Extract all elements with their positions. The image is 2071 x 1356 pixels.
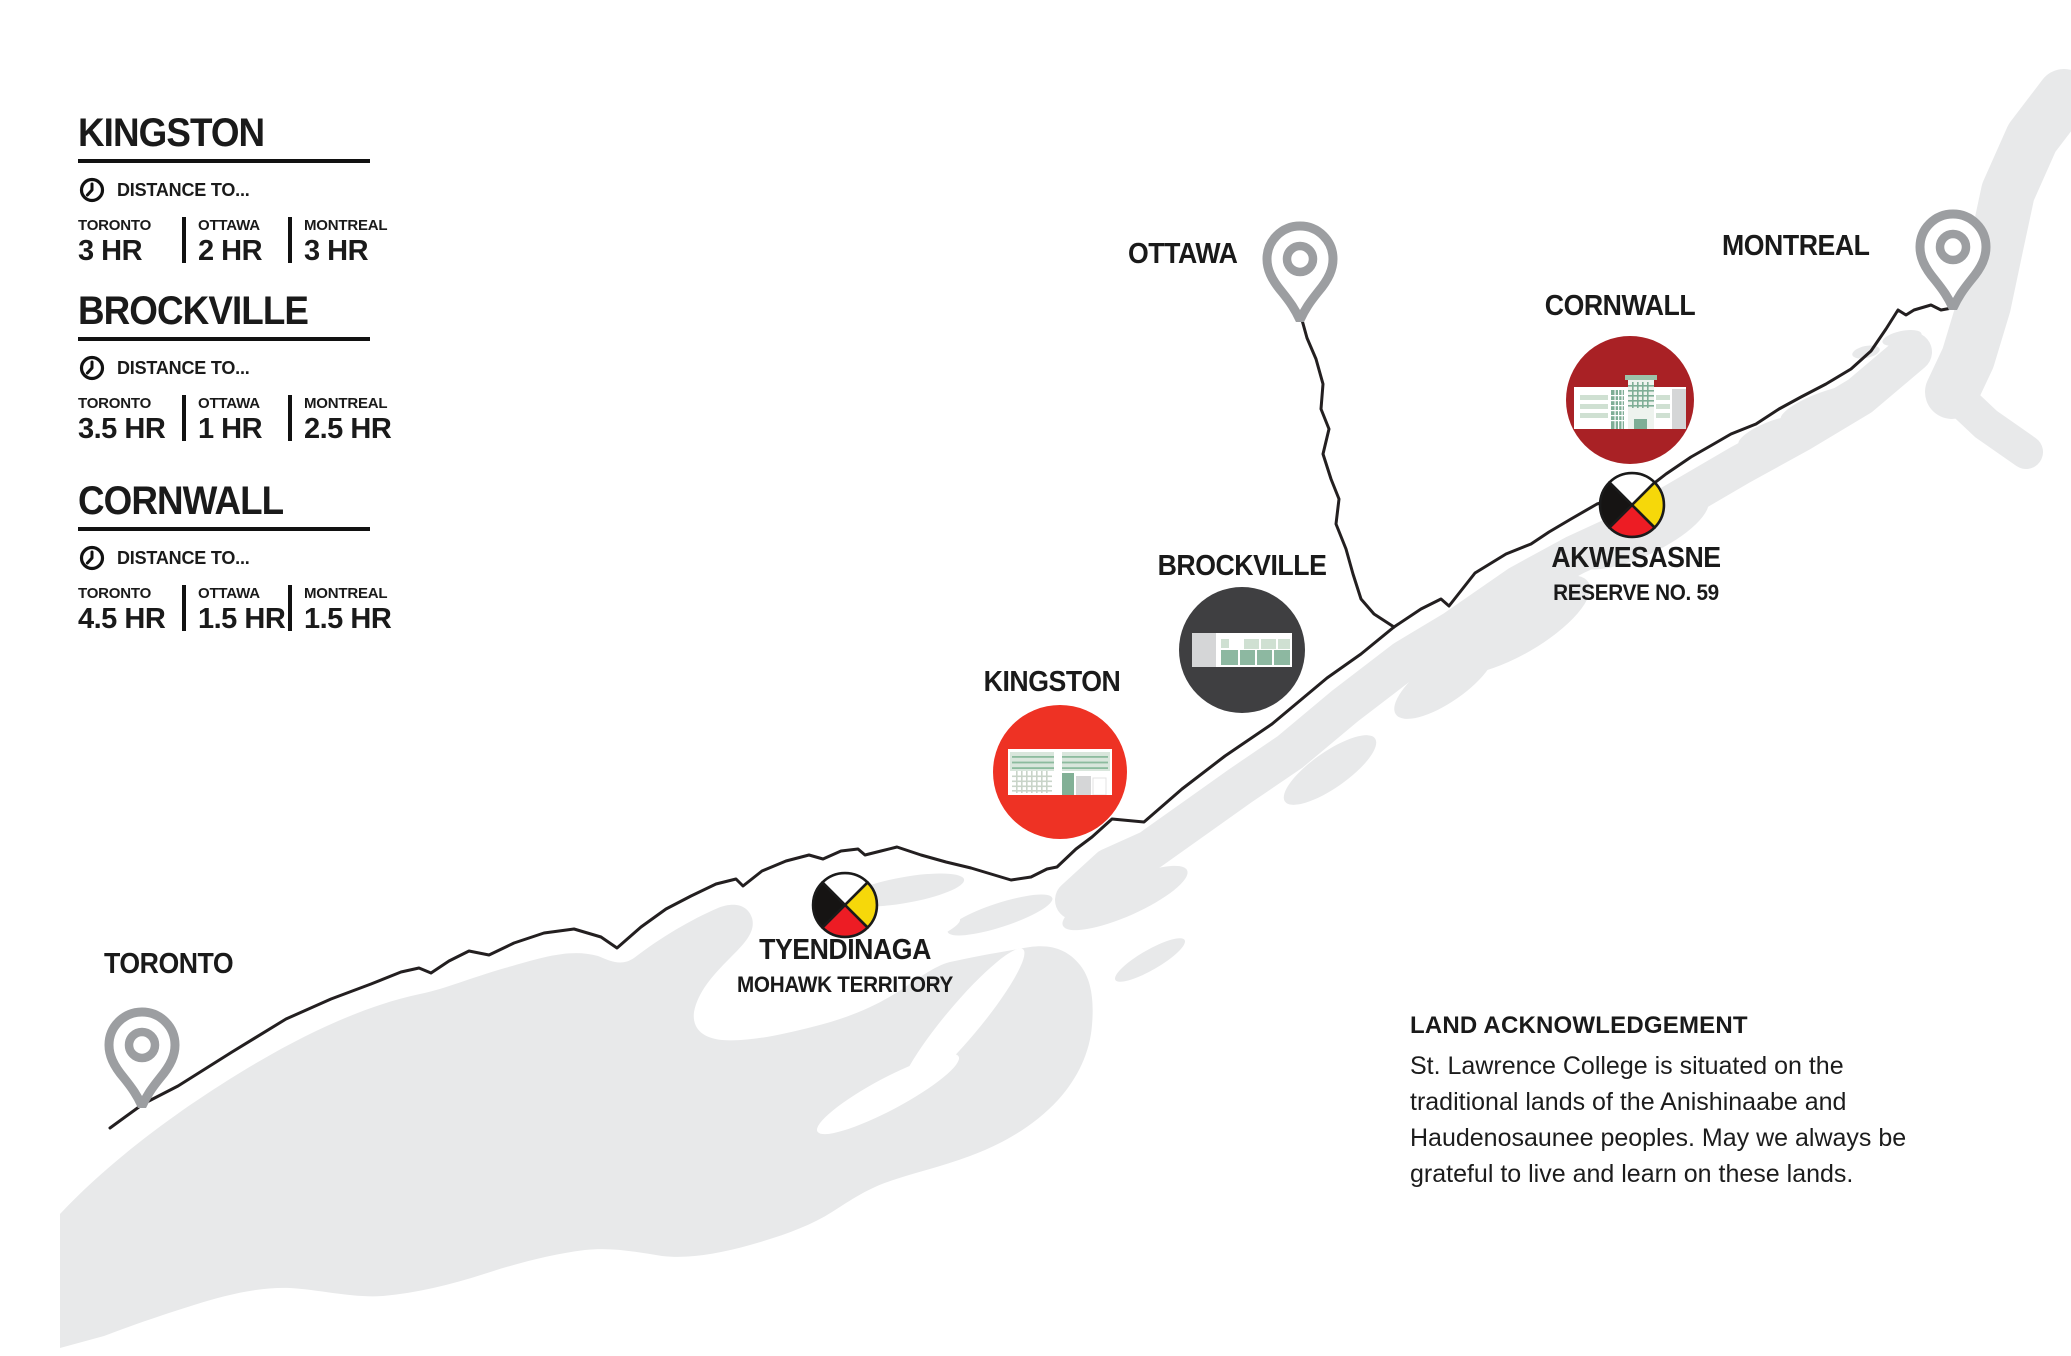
island-shape (947, 894, 1053, 936)
medicine-wheel-icon (1597, 470, 1667, 545)
distance-cell: OTTAWA 1 HR (198, 395, 263, 445)
bay-channel-shapes (783, 915, 1025, 1135)
distance-heading: DISTANCE TO... (117, 357, 250, 378)
title-underline (78, 159, 370, 163)
distance-heading: DISTANCE TO... (117, 179, 250, 200)
column-divider (288, 395, 292, 441)
island-shape (1882, 329, 1922, 347)
map-pin-icon (100, 1004, 184, 1113)
distance-cell: MONTREAL 3 HR (304, 217, 388, 267)
land-acknowledgement-title: LAND ACKNOWLEDGEMENT (1410, 1012, 1748, 1039)
campus-building-icon (1192, 633, 1292, 667)
campus-marker-brockville (1179, 587, 1305, 713)
distance-cell: TORONTO 3.5 HR (78, 395, 166, 445)
panel-brockville: BROCKVILLE DISTANCE TO... TORONTO 3.5 HR… (78, 289, 392, 446)
column-divider (182, 217, 186, 263)
ottawa-river-shape (1925, 69, 2071, 419)
route-line-main (108, 303, 1954, 1130)
campus-marker-kingston (993, 705, 1127, 839)
river-bulge-shape (1439, 575, 1591, 675)
panel-title: KINGSTON (78, 111, 265, 155)
territory-label-akwesasne: AKWESASNE (1551, 542, 1721, 574)
campus-label-cornwall: CORNWALL (1544, 290, 1696, 322)
title-underline (78, 337, 370, 341)
territory-label-tyendinaga: TYENDINAGA (759, 934, 931, 966)
campus-label-kingston: KINGSTON (983, 666, 1121, 698)
distance-heading: DISTANCE TO... (117, 547, 250, 568)
ottawa-river-shape (1935, 375, 2043, 469)
city-label-toronto: TORONTO (104, 948, 234, 980)
island-shape (1780, 384, 1868, 424)
water-shapes (60, 69, 2071, 1348)
medicine-wheel-icon (810, 870, 880, 945)
distance-cell: MONTREAL 2.5 HR (304, 395, 392, 445)
map-pin-icon (1258, 218, 1342, 327)
panel-title: CORNWALL (78, 479, 284, 523)
st-lawrence-river-shape (1055, 332, 1932, 920)
city-label-montreal: MONTREAL (1722, 230, 1870, 262)
clock-icon (79, 355, 105, 381)
land-acknowledgement-body: St. Lawrence College is situated on the … (1410, 1052, 1907, 1188)
distance-cell: TORONTO 3 HR (78, 217, 152, 267)
distance-cell: TORONTO 4.5 HR (78, 585, 166, 635)
distance-cell: OTTAWA 2 HR (198, 217, 263, 267)
panel-kingston: KINGSTON DISTANCE TO... TORONTO 3 HR OTT… (78, 112, 388, 268)
distance-cell: OTTAWA 1.5 HR (198, 585, 286, 635)
campus-building-icon (1008, 749, 1112, 795)
island-shape (1115, 938, 1185, 982)
route-line-ottawa-branch (1300, 318, 1396, 629)
distance-cell: MONTREAL 1.5 HR (304, 585, 392, 635)
city-label-ottawa: OTTAWA (1128, 238, 1238, 270)
panel-cornwall: CORNWALL DISTANCE TO... TORONTO 4.5 HR O… (78, 479, 392, 636)
map-pin-icon (1911, 206, 1995, 315)
land-acknowledgement: LAND ACKNOWLEDGEMENT St. Lawrence Colleg… (1410, 1012, 1920, 1192)
island-shape (1062, 865, 1188, 931)
title-underline (78, 527, 370, 531)
column-divider (288, 585, 292, 631)
territory-subtitle-akwesasne: RESERVE NO. 59 (1553, 580, 1719, 605)
clock-icon (79, 545, 105, 571)
river-bulge-shape (1283, 735, 1377, 805)
campus-building-icon (1574, 375, 1686, 429)
territory-subtitle-tyendinaga: MOHAWK TERRITORY (736, 972, 954, 997)
island-shape (1738, 416, 1802, 448)
column-divider (182, 585, 186, 631)
campus-marker-cornwall (1566, 336, 1694, 464)
campus-label-brockville: BROCKVILLE (1157, 550, 1327, 582)
lake-ontario-shape (60, 904, 1093, 1348)
panel-title: BROCKVILLE (78, 289, 309, 333)
column-divider (182, 395, 186, 441)
clock-icon (79, 177, 105, 203)
column-divider (288, 217, 292, 263)
